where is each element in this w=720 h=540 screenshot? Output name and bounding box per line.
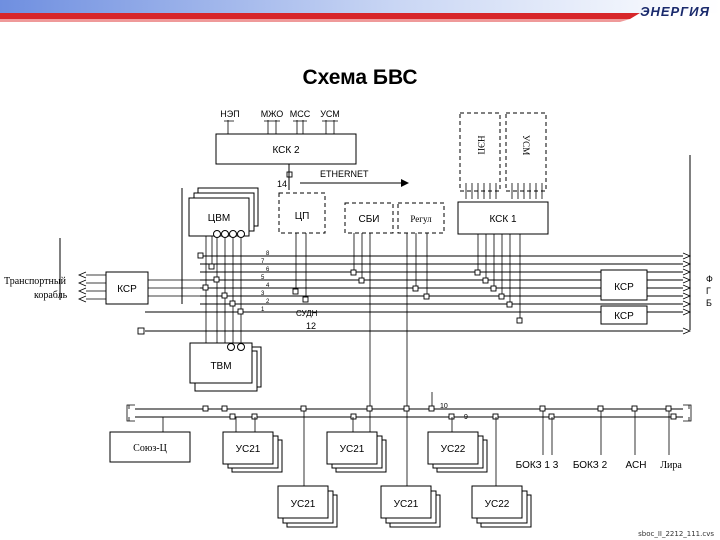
ksr-right-lower-block bbox=[600, 305, 648, 325]
tsp-label: ЦП bbox=[295, 211, 310, 222]
letter-g: Г bbox=[706, 286, 711, 296]
lira-label: Лира bbox=[660, 460, 682, 471]
bus-arrows-right bbox=[682, 252, 692, 335]
bokz13-label: БОКЗ 1 3 bbox=[516, 460, 559, 471]
us21-d-label: УС21 bbox=[394, 499, 419, 510]
lower-drop-lines bbox=[162, 411, 670, 486]
soyuz-label: Союз-Ц bbox=[133, 443, 167, 454]
label-12: 12 bbox=[306, 321, 316, 331]
ksr-left-block bbox=[105, 271, 149, 305]
sbi-block bbox=[344, 202, 394, 234]
transport-ship-line2: корабль bbox=[34, 290, 68, 301]
ksk2-block bbox=[215, 133, 357, 165]
ksk1-label: КСК 1 bbox=[489, 214, 517, 225]
letter-f: Ф bbox=[706, 274, 713, 284]
bus-num-2: 2 bbox=[266, 299, 270, 305]
label-mss: МСС bbox=[290, 109, 311, 119]
sudn-label: СУДН bbox=[296, 309, 318, 318]
tvm-label: ТВМ bbox=[210, 361, 231, 372]
bus-num-5: 5 bbox=[261, 275, 265, 281]
lower-bus-9: 9 bbox=[464, 414, 468, 421]
us21-d-block bbox=[380, 485, 432, 519]
label-usm: УСМ bbox=[320, 109, 340, 119]
ksk2-label: КСК 2 bbox=[272, 145, 300, 156]
page-title: Схема БВС bbox=[302, 66, 418, 89]
bus-num-6: 6 bbox=[266, 267, 270, 273]
usm-vertical-block bbox=[505, 112, 547, 192]
ksk1-block bbox=[457, 201, 549, 235]
transport-ship-line1: Транспортный bbox=[4, 276, 67, 287]
us21-a-block bbox=[222, 431, 274, 465]
us21-b-block bbox=[326, 431, 378, 465]
nep-vertical-block bbox=[459, 112, 501, 192]
us21-b-label: УС21 bbox=[340, 444, 365, 455]
bus-num-4: 4 bbox=[266, 283, 270, 289]
regul-label: Регул bbox=[410, 214, 432, 224]
tsvm-label: ЦВМ bbox=[208, 213, 230, 224]
us22-b-block bbox=[471, 485, 523, 519]
us22-a-label: УС22 bbox=[441, 444, 466, 455]
ksr-left-label: КСР bbox=[117, 284, 137, 295]
sbi-label: СБИ bbox=[359, 214, 380, 225]
label-mzho: МЖО bbox=[261, 109, 284, 119]
soyuz-block bbox=[109, 431, 191, 463]
lower-bus-10: 10 bbox=[440, 403, 448, 410]
regul-block bbox=[397, 202, 445, 234]
us22-a-block bbox=[427, 431, 479, 465]
bus-nodes bbox=[197, 252, 523, 324]
ksr-right-lower-label: КСР bbox=[614, 311, 634, 322]
bus-num-8: 8 bbox=[266, 251, 270, 257]
bus-num-1: 1 bbox=[261, 307, 265, 313]
us21-a-label: УС21 bbox=[236, 444, 261, 455]
us21-c-block bbox=[277, 485, 329, 519]
label-nep: НЭП bbox=[220, 109, 239, 119]
usm-vertical-label: УСМ bbox=[521, 135, 531, 155]
label-14: 14 bbox=[277, 179, 287, 189]
nep-vertical-label: НЭП bbox=[476, 136, 486, 155]
header-banner bbox=[0, 0, 720, 22]
bus-num-7: 7 bbox=[261, 259, 265, 265]
bus-num-3: 3 bbox=[261, 291, 265, 297]
footer-filename: sboc_II_2212_111.cvs bbox=[638, 530, 714, 538]
ethernet-label: ETHERNET bbox=[320, 169, 369, 179]
us22-b-label: УС22 bbox=[485, 499, 510, 510]
us21-c-label: УС21 bbox=[291, 499, 316, 510]
tsp-block bbox=[278, 192, 326, 234]
energia-logo: ЭНЕРГИЯ bbox=[640, 4, 710, 19]
ksr-right-upper-block bbox=[600, 269, 648, 301]
lower-bus-nodes bbox=[202, 405, 677, 420]
ksr-right-upper-label: КСР bbox=[614, 282, 634, 293]
bokz2-label: БОКЗ 2 bbox=[573, 460, 608, 471]
letter-b: Б bbox=[706, 298, 712, 308]
asn-label: АСН bbox=[626, 460, 647, 471]
tsvm-block bbox=[188, 197, 250, 237]
